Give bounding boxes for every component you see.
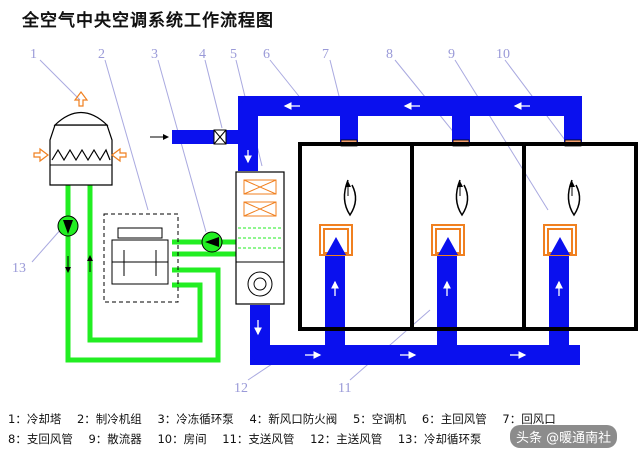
legend-item: 7：回风口 xyxy=(502,412,556,426)
exhaust-arrow-icon xyxy=(73,91,89,107)
watermark: 头条 @暖通南社 xyxy=(510,425,618,448)
chilled-water-pump xyxy=(201,231,223,253)
label-11: 11 xyxy=(338,381,351,396)
cooling-tower xyxy=(33,91,127,186)
legend-item: 1：冷却塔 xyxy=(8,412,62,426)
fresh-air-fire-damper xyxy=(213,129,227,145)
label-6: 6 xyxy=(263,47,270,62)
legend-item: 9：散流器 xyxy=(88,432,142,446)
legend-item: 11：支送风管 xyxy=(222,432,295,446)
page-title: 全空气中央空调系统工作流程图 xyxy=(22,11,274,31)
label-7: 7 xyxy=(322,47,329,62)
intake-left-arrow-icon xyxy=(33,147,49,163)
legend-item: 3：冷冻循环泵 xyxy=(157,412,234,426)
chiller-unit xyxy=(103,213,179,303)
legend-item: 6：主回风管 xyxy=(421,412,487,426)
hvac-flow-diagram: 1 2 3 4 5 6 7 8 9 10 11 12 13 xyxy=(12,47,638,396)
label-5: 5 xyxy=(230,47,237,62)
legend-item: 2：制冷机组 xyxy=(76,412,142,426)
room-airflow-icons xyxy=(343,179,581,217)
label-4: 4 xyxy=(199,47,206,62)
cooling-pump xyxy=(57,215,79,237)
label-12: 12 xyxy=(234,381,248,396)
label-3: 3 xyxy=(151,47,158,62)
label-13: 13 xyxy=(12,261,26,276)
label-10: 10 xyxy=(496,47,510,62)
label-2: 2 xyxy=(98,47,105,62)
diffusers xyxy=(319,224,577,256)
legend-item: 8：支回风管 xyxy=(8,432,73,446)
label-8: 8 xyxy=(386,47,393,62)
rooms xyxy=(298,142,638,331)
legend-item: 12：主送风管 xyxy=(310,432,383,446)
legend-item: 10：房间 xyxy=(157,432,207,446)
duct-flow-arrows xyxy=(244,102,563,359)
legend-item: 5：空调机 xyxy=(352,412,407,426)
label-1: 1 xyxy=(30,47,37,62)
legend-item: 4：新风口防火阀 xyxy=(249,412,338,426)
component-numbers: 1 2 3 4 5 6 7 8 9 10 11 12 13 xyxy=(12,47,510,396)
legend-item: 13：冷却循环泵 xyxy=(397,432,482,446)
label-9: 9 xyxy=(448,47,455,62)
legend: 1：冷却塔 2：制冷机组 3：冷冻循环泵 4：新风口防火阀 5：空调机 6：主回… xyxy=(8,409,638,449)
intake-right-arrow-icon xyxy=(111,147,127,163)
air-handling-unit xyxy=(235,171,285,305)
air-ducts xyxy=(172,96,582,365)
